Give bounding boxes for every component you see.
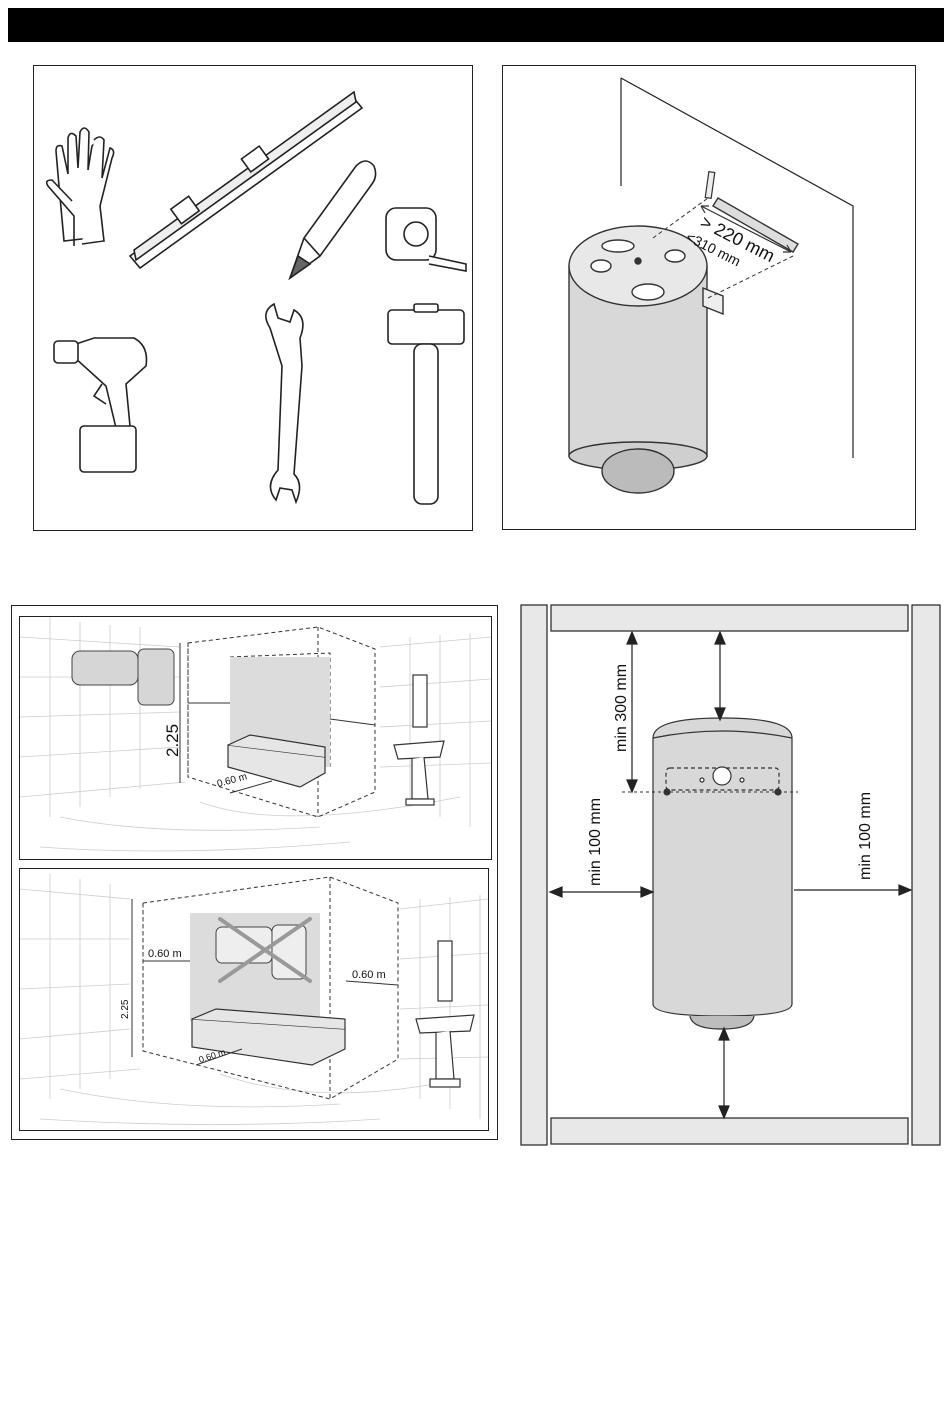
distance-label: 0.60 m bbox=[216, 771, 248, 790]
mirror bbox=[438, 941, 452, 1001]
bathroom-allowed-diagram: 2.25 0.60 m bbox=[19, 616, 492, 860]
mounting-panel: > 220 mm <310 mm bbox=[502, 65, 916, 530]
washbasin bbox=[394, 741, 444, 805]
right-clearance-label: min 100 mm bbox=[857, 792, 874, 880]
hammer-icon bbox=[388, 304, 464, 504]
heater-illustration bbox=[72, 649, 174, 705]
top-clearance-label: min 300 mm bbox=[613, 664, 630, 752]
water-heater bbox=[569, 226, 707, 493]
left-clearance-label: min 100 mm bbox=[587, 798, 604, 886]
washbasin bbox=[416, 1015, 474, 1087]
gloves-icon bbox=[47, 128, 114, 246]
drill-icon bbox=[54, 338, 147, 472]
right-distance-label: 0.60 m bbox=[352, 969, 386, 981]
height-label: 2.25 bbox=[120, 999, 131, 1019]
clearance-diagram: min 300 mm min 100 mm min 100 mm bbox=[520, 604, 942, 1146]
header-bar bbox=[8, 8, 944, 42]
tape-measure-icon bbox=[386, 208, 466, 271]
marking-pencil-icon bbox=[705, 172, 715, 199]
tools-panel bbox=[33, 65, 473, 531]
water-heater bbox=[653, 718, 792, 1029]
wrench-icon bbox=[266, 304, 303, 502]
mirror bbox=[413, 675, 427, 727]
left-distance-label: 0.60 m bbox=[148, 948, 182, 960]
height-label: 2.25 bbox=[163, 724, 182, 757]
bathroom-forbidden-diagram: 2.25 0.60 m 0.60 m 0.60 m bbox=[19, 868, 489, 1131]
pencil-icon bbox=[290, 161, 376, 278]
